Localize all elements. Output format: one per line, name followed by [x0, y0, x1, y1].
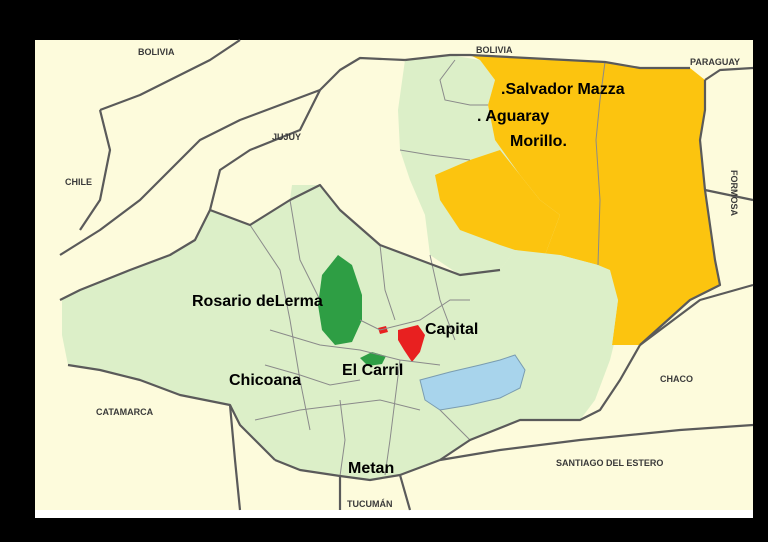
neighbor-label-bolivia-east: BOLIVIA: [476, 45, 513, 55]
orange-department-oran: [435, 150, 560, 255]
province-borders: [59, 39, 754, 511]
orange-department-san-martin: [470, 55, 720, 345]
neighbor-label-santiago-del-estero: SANTIAGO DEL ESTERO: [556, 458, 663, 468]
green-department-rosario-de-lerma: [318, 255, 362, 345]
department-lines: [249, 59, 606, 477]
place-label-rosario-de-lerma: Rosario deLerma: [192, 293, 323, 310]
green-department-el-carril: [360, 352, 386, 366]
reservoir-water: [419, 354, 526, 411]
place-label-salvador-mazza: .Salvador Mazza: [501, 81, 625, 98]
neighbor-label-chaco: CHACO: [660, 374, 693, 384]
neighbor-label-tucuman: TUCUMÁN: [347, 499, 393, 509]
place-label-chicoana: Chicoana: [229, 372, 301, 389]
neighbor-label-catamarca: CATAMARCA: [96, 407, 154, 417]
place-label-el-carril: El Carril: [342, 362, 403, 379]
neighbor-label-formosa: FORMOSA: [729, 170, 739, 216]
red-department-capital: [398, 325, 425, 362]
neighbor-label-chile: CHILE: [65, 177, 92, 187]
neighbor-label-jujuy: JUJUY: [272, 132, 301, 142]
red-capital-outlier: [378, 326, 388, 334]
neighbor-label-bolivia-west: BOLIVIA: [138, 47, 175, 57]
place-label-capital: Capital: [425, 321, 478, 338]
place-label-metan: Metan: [348, 460, 394, 477]
neighbor-label-paraguay: PARAGUAY: [690, 57, 740, 67]
place-label-aguaray: . Aguaray: [477, 108, 549, 125]
place-label-morillo: Morillo.: [510, 133, 567, 150]
